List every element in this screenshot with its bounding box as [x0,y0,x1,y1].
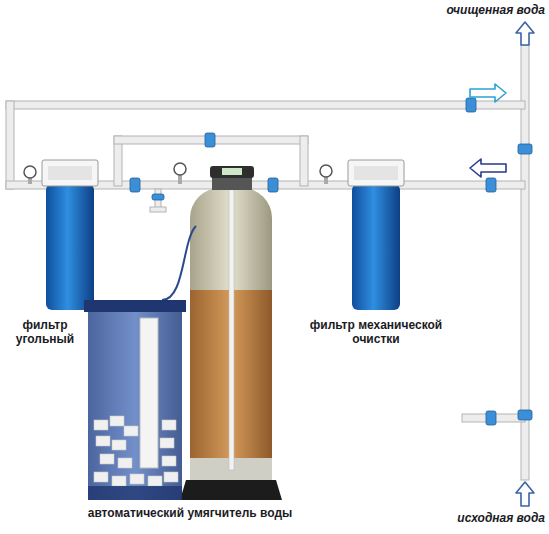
brine-tank-part-part [160,438,174,448]
carbon-filter [42,160,98,310]
valves-part [518,144,532,154]
valves-part [466,98,476,112]
pipes-part [6,101,14,189]
valves-part [486,411,496,425]
pipes-part [6,101,525,109]
brine-tank-part-part [110,416,124,426]
pipes-part [300,136,308,186]
inlet-label: исходная вода [420,511,545,525]
pressure-gauges-part [320,165,332,177]
brine-tank-part-part [118,458,132,468]
brine-tank-part-part [162,420,176,430]
brine-tank-part-part [112,476,126,486]
carbon-filter-part [42,160,98,186]
flow-arrows [470,22,534,506]
brine-tank-part-part [100,454,114,464]
brine-tank-part-part [162,456,176,466]
valves-part [152,194,164,200]
softener-label: автоматический умягчитель воды [55,506,325,520]
brine-tank-part [94,416,178,486]
brine-tank-part-part [96,436,110,446]
softener-tank-part [210,166,254,178]
brine-tank-part [84,300,186,312]
mechanical-filter-part [352,184,400,310]
mechanical-filter-label: фильтр механической очистки [308,318,444,347]
brine-tank-part-part [130,474,144,484]
brine-tank-part-part [94,420,108,430]
pressure-gauges-part [174,163,186,175]
softener-tank-part [212,176,252,190]
mechanical-filter-part [348,160,404,186]
softener-tank-part [229,186,234,470]
valves-part [268,178,278,192]
softener-tank-part [180,480,282,500]
outlet-label: очищенная вода [420,3,545,17]
brine-tank-part-part [124,426,138,436]
brine-tank-part-part [94,472,108,482]
brine-tank-part [162,226,196,300]
flow-arrows-part [470,84,506,102]
pipes-part [150,207,166,212]
pressure-gauges-part [24,166,36,178]
softener-tank [180,166,282,500]
valves-part [130,178,140,192]
carbon-filter-label: фильтр угольный [8,318,82,347]
brine-tank-part-part [148,476,162,486]
brine-tank [84,226,196,500]
mechanical-filter-part [354,166,398,180]
carbon-filter-part [48,166,92,180]
softener-tank-part [222,168,242,175]
brine-tank-part [88,308,182,500]
valves-part [518,410,532,420]
brine-tank-part [88,486,182,500]
carbon-filter-part [46,184,94,310]
flow-arrows-part [470,159,506,177]
flow-arrows-part [516,22,534,45]
valves-part [486,178,496,192]
flow-arrows-part [516,482,534,506]
mechanical-filter [348,160,404,310]
brine-tank-part-part [112,440,126,450]
brine-tank-part [140,318,158,468]
valves-part [205,133,215,147]
brine-tank-part-part [164,472,178,482]
